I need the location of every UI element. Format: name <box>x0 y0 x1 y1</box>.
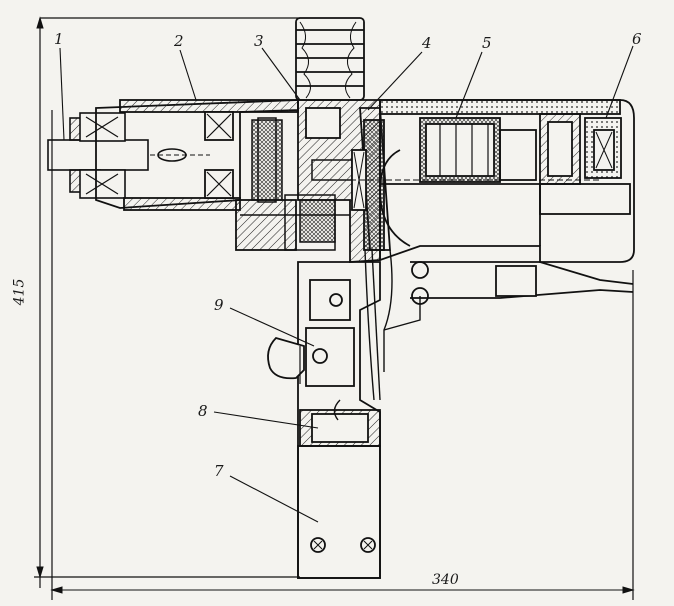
label-3: 3 <box>254 32 264 50</box>
auxiliary-handle <box>295 17 365 101</box>
central-housing <box>297 99 391 263</box>
gear-train <box>240 117 353 251</box>
motor-housing <box>350 99 635 263</box>
internal-wiring <box>333 249 421 421</box>
label-8: 8 <box>198 402 208 420</box>
label-9: 9 <box>214 296 224 314</box>
height-dimension: 415 <box>11 278 28 306</box>
chuck-spindle <box>47 112 210 199</box>
pistol-grip <box>267 261 381 579</box>
gear-housing <box>95 99 299 251</box>
leader-lines <box>59 45 634 523</box>
label-7: 7 <box>214 462 224 480</box>
label-6: 6 <box>632 30 642 48</box>
width-dimension: 340 <box>432 572 459 588</box>
power-cable <box>410 261 634 305</box>
label-4: 4 <box>422 34 432 52</box>
label-2: 2 <box>174 32 184 50</box>
dimension-lines <box>36 16 635 594</box>
label-5: 5 <box>482 34 492 52</box>
label-1: 1 <box>54 30 64 48</box>
